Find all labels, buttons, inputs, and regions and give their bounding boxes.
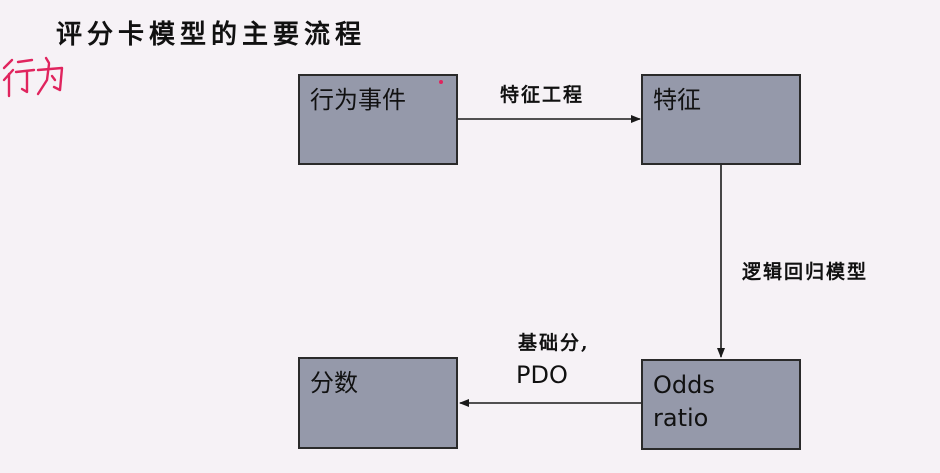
node-odds-ratio: Odds ratio (641, 359, 801, 450)
node-feature: 特征 (641, 74, 801, 165)
page-title: 评分卡模型的主要流程 (56, 20, 367, 50)
node-behavior-event: 行为事件 (298, 74, 458, 165)
edge-label-base-score: 基础分, (518, 332, 590, 354)
pointer-dot (439, 80, 443, 84)
node-score: 分数 (298, 357, 458, 449)
node-behavior-event-label: 行为事件 (310, 86, 406, 114)
edge-label-logistic-regression: 逻辑回归模型 (742, 261, 869, 283)
edge-label-feature-engineering: 特征工程 (500, 84, 585, 106)
edge-label-pdo: PDO (516, 361, 568, 389)
node-score-label: 分数 (310, 369, 358, 397)
handwritten-note-icon (2, 56, 64, 98)
node-odds-ratio-label: Odds ratio (653, 371, 715, 432)
node-feature-label: 特征 (653, 86, 701, 114)
